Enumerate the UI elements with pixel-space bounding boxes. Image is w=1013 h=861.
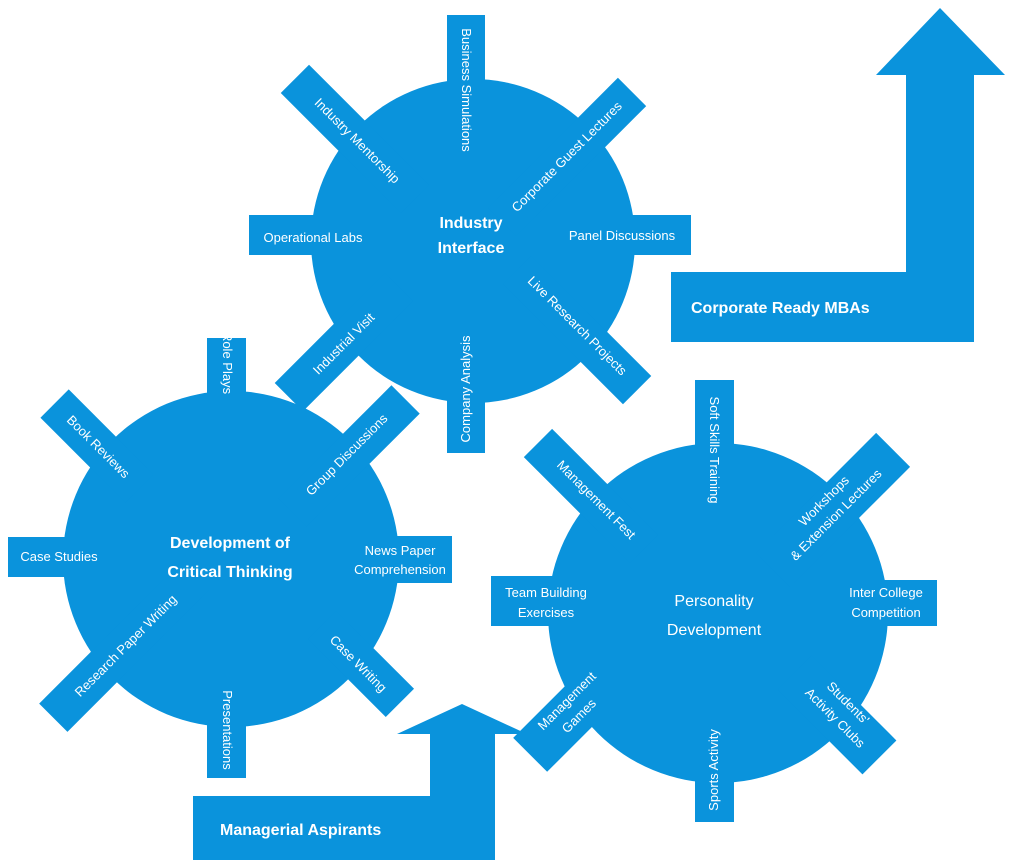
arrow-managerial-aspirants xyxy=(193,704,527,860)
spoke-team-building-line2: Exercises xyxy=(518,605,575,620)
hub-industry-line1: Industry xyxy=(439,215,502,232)
spoke-company-analysis: Company Analysis xyxy=(458,335,473,442)
hub-critical-line2: Critical Thinking xyxy=(167,564,292,581)
shapes-layer xyxy=(8,8,1005,860)
spoke-news-paper-line1: News Paper xyxy=(365,543,436,558)
spoke-sports-activity: Sports Activity xyxy=(706,729,721,811)
spoke-case-studies: Case Studies xyxy=(20,549,98,564)
hub-personality-line1: Personality xyxy=(674,593,753,610)
spoke-operational-labs: Operational Labs xyxy=(263,230,363,245)
hub-industry-line2: Interface xyxy=(438,240,505,257)
spoke-business-simulations: Business Simulations xyxy=(459,28,474,152)
gear-industry-interface xyxy=(249,15,691,453)
hub-critical-line1: Development of xyxy=(170,535,291,552)
gear-critical-thinking xyxy=(8,338,452,778)
label-managerial-aspirants: Managerial Aspirants xyxy=(220,822,381,839)
spoke-inter-college-line2: Competition xyxy=(851,605,920,620)
label-corporate-ready: Corporate Ready MBAs xyxy=(691,300,870,317)
gear-personality xyxy=(491,380,937,822)
spoke-soft-skills-training: Soft Skills Training xyxy=(707,397,722,504)
hub-personality-line2: Development xyxy=(667,622,762,639)
spoke-team-building-line1: Team Building xyxy=(505,585,587,600)
spoke-inter-college-line1: Inter College xyxy=(849,585,923,600)
spoke-presentations: Presentations xyxy=(220,690,235,770)
spoke-panel-discussions: Panel Discussions xyxy=(569,228,676,243)
spoke-role-plays: Role Plays xyxy=(220,332,235,395)
arrow-corporate-ready xyxy=(671,8,1005,342)
spoke-news-paper-line2: Comprehension xyxy=(354,562,446,577)
